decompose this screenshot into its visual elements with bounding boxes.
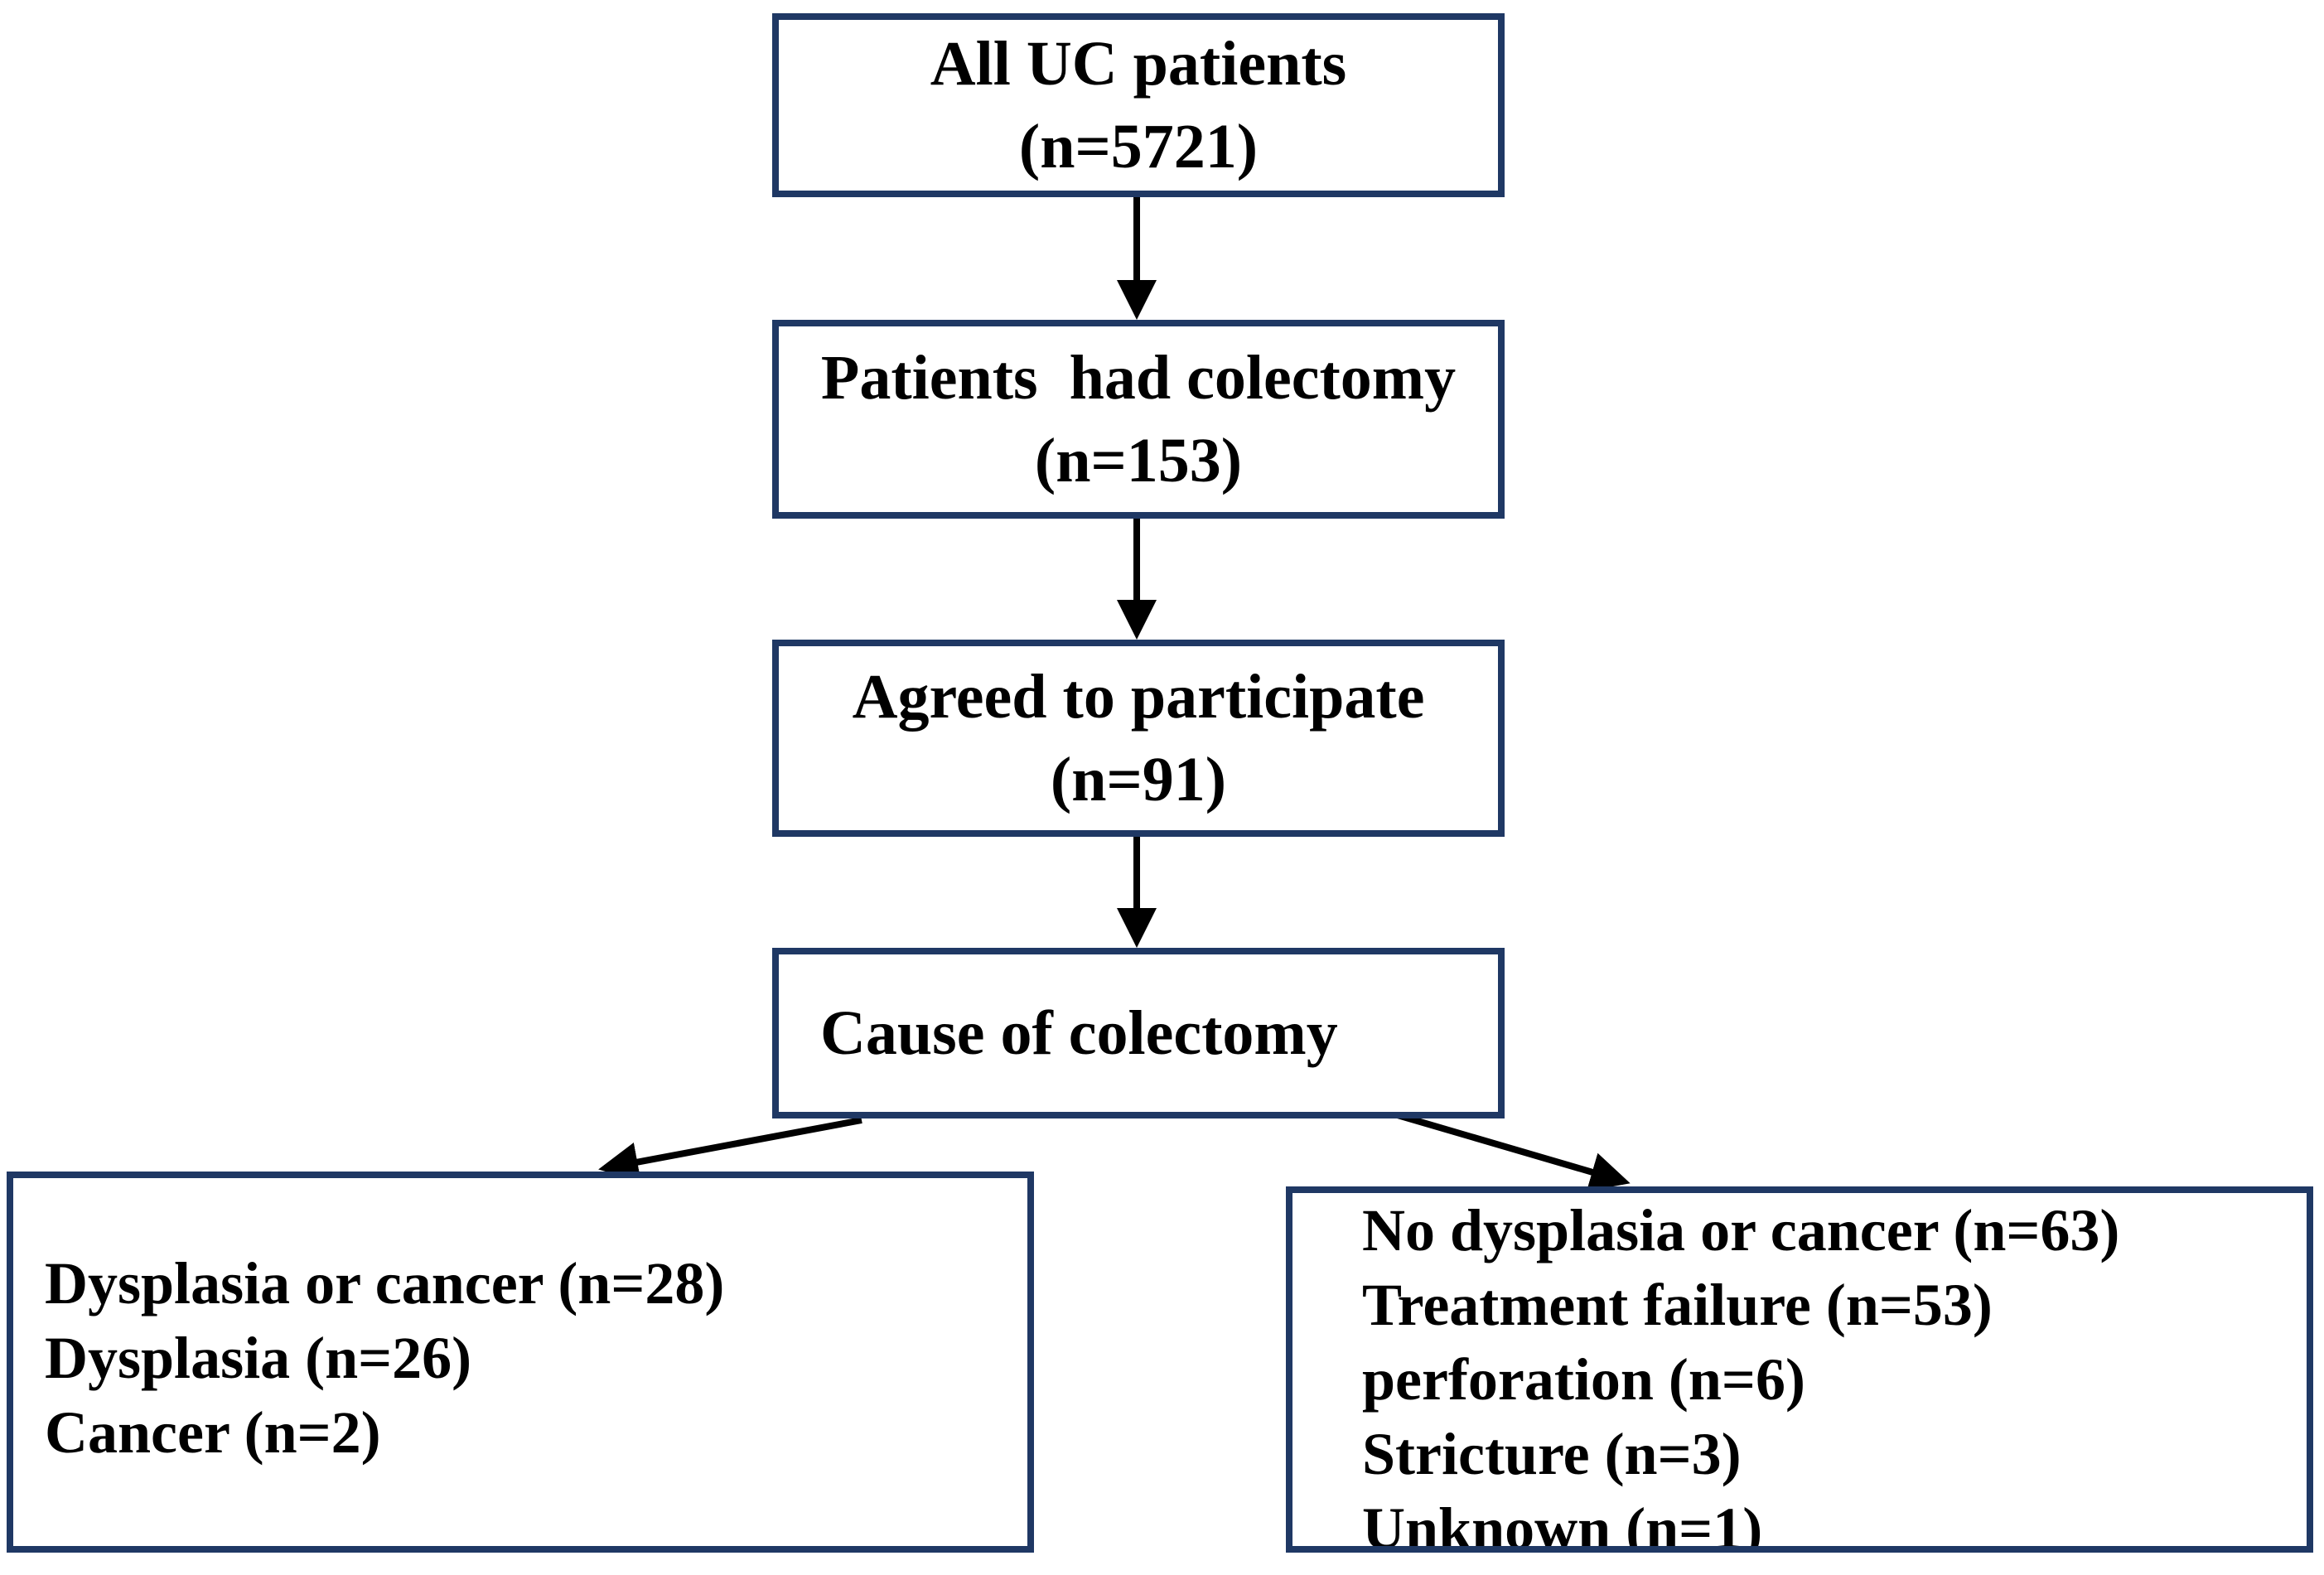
box-patients-colectomy: Patients had colectomy (n=153) xyxy=(772,320,1505,519)
dysplasia-item-1: Dysplasia or cancer (n=28) xyxy=(45,1250,725,1317)
box-no-dysplasia-or-cancer: No dysplasia or cancer (n=63) Treatment … xyxy=(1286,1186,2313,1553)
box-agreed-to-participate-count: (n=91) xyxy=(1050,745,1227,814)
no-dysplasia-item-2: Treatment failure (n=53) xyxy=(1362,1272,1993,1338)
box-all-uc-patients-count: (n=5721) xyxy=(1018,112,1259,181)
no-dysplasia-item-3: perforation (n=6) xyxy=(1362,1346,1805,1413)
box-agreed-to-participate: Agreed to participate (n=91) xyxy=(772,640,1505,837)
box-dysplasia-or-cancer: Dysplasia or cancer (n=28) Dysplasia (n=… xyxy=(7,1172,1034,1553)
dysplasia-item-3: Cancer (n=2) xyxy=(45,1399,381,1466)
no-dysplasia-item-4: Stricture (n=3) xyxy=(1362,1421,1742,1487)
box-agreed-to-participate-title: Agreed to participate xyxy=(852,662,1425,732)
box-patients-colectomy-count: (n=153) xyxy=(1034,426,1243,495)
no-dysplasia-item-1: No dysplasia or cancer (n=63) xyxy=(1362,1197,2120,1263)
box-patients-colectomy-title: Patients had colectomy xyxy=(820,343,1457,413)
arrow-cause-to-dysplasia xyxy=(598,1117,862,1182)
dysplasia-item-2: Dysplasia (n=26) xyxy=(45,1325,472,1391)
box-all-uc-patients-title: All UC patients xyxy=(930,29,1347,99)
arrow-cause-to-no-dysplasia xyxy=(1390,1110,1631,1191)
box-cause-of-colectomy: Cause of colectomy xyxy=(772,948,1505,1118)
no-dysplasia-item-5: Unknown (n=1) xyxy=(1362,1495,1763,1553)
box-cause-of-colectomy-title: Cause of colectomy xyxy=(820,998,1338,1068)
box-all-uc-patients: All UC patients (n=5721) xyxy=(772,13,1505,197)
